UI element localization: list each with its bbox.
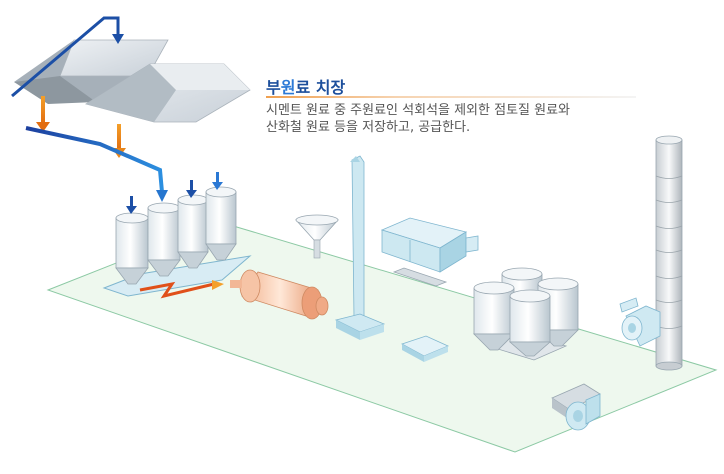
title-suffix: 료 치장 — [295, 78, 346, 97]
bucket-elevator — [334, 155, 386, 340]
inflow-arrow — [11, 16, 120, 98]
description-line-1: 시멘트 원료 중 주원료인 석회석을 제외한 점토질 원료와 — [266, 103, 571, 118]
section-description: 시멘트 원료 중 주원료인 석회석을 제외한 점토질 원료와 산화철 원료 등을… — [266, 102, 666, 136]
silo-3 — [177, 194, 209, 269]
exhaust-fan — [619, 297, 661, 347]
silo-feed-arrows — [126, 172, 223, 214]
orange-drop-arrow-left — [36, 96, 50, 132]
silo-1 — [115, 212, 149, 285]
silo-2 — [147, 202, 181, 277]
inflow-arrow-head — [112, 34, 124, 44]
storage-shed-left — [14, 39, 169, 104]
rotary-kiln — [230, 269, 329, 320]
dust-collector — [380, 217, 479, 287]
silo-4 — [205, 186, 237, 261]
collection-tray — [401, 335, 450, 362]
tank-front — [508, 289, 552, 357]
description-line-2: 산화철 원료 등을 저장하고, 공급한다. — [266, 120, 471, 135]
title-underline — [266, 96, 636, 98]
title-accent: 원 — [280, 78, 296, 97]
section-title: 부원료 치장 — [266, 74, 345, 98]
output-flow — [139, 281, 215, 299]
tank-left — [473, 281, 515, 351]
feed-funnel — [295, 214, 339, 259]
silo-cluster — [102, 172, 252, 297]
title-prefix: 부 — [266, 78, 281, 97]
conveyor-line — [25, 126, 164, 193]
blower-unit — [551, 383, 601, 431]
storage-shed-right — [85, 63, 251, 123]
storage-tanks — [473, 267, 579, 361]
